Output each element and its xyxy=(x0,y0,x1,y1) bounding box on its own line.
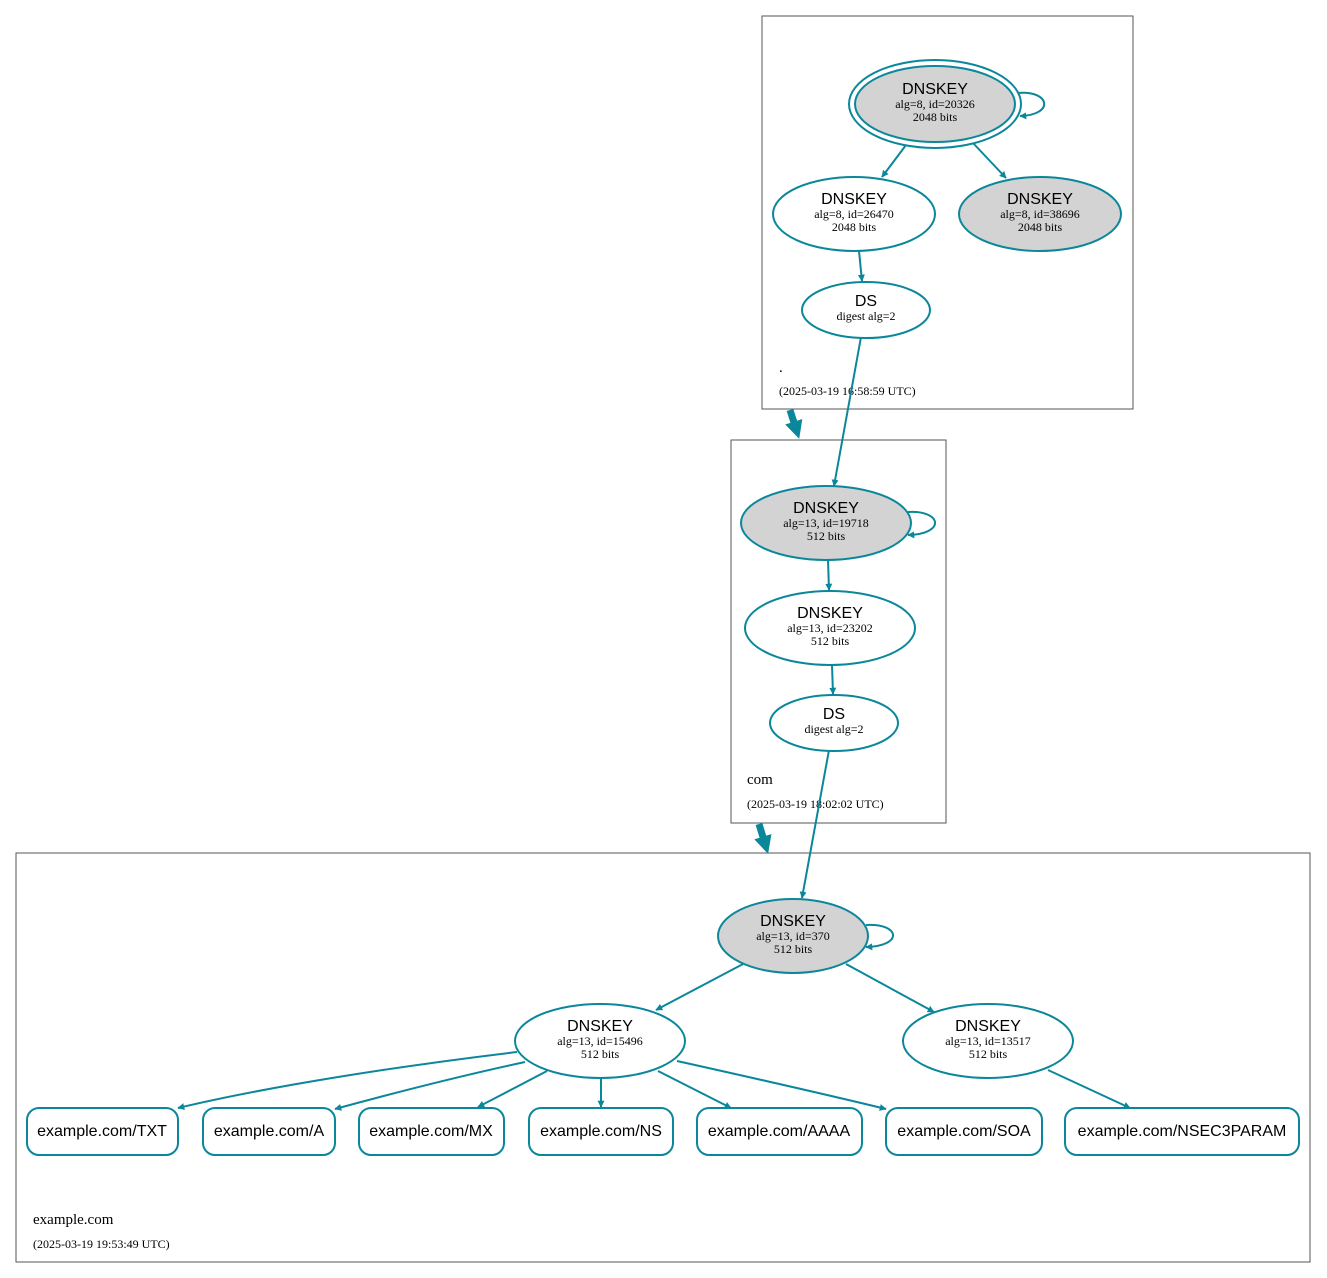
node-example-zsk2-alg: alg=13, id=13517 xyxy=(945,1034,1031,1048)
node-root-ds-type: DS xyxy=(855,293,877,310)
node-root-zsk2-alg: alg=8, id=38696 xyxy=(1000,207,1080,221)
node-com-zsk-alg: alg=13, id=23202 xyxy=(787,621,873,635)
node-root-zsk2[interactable]: DNSKEY alg=8, id=38696 2048 bits xyxy=(958,176,1122,252)
node-example-zsk1-bits: 512 bits xyxy=(581,1047,620,1061)
record-aaaa-label: example.com/AAAA xyxy=(708,1123,851,1140)
zone-com-name: com xyxy=(747,772,773,788)
zone-example-timestamp: (2025-03-19 19:53:49 UTC) xyxy=(33,1237,170,1251)
node-com-zsk-type: DNSKEY xyxy=(797,605,863,622)
zone-example-name: example.com xyxy=(33,1212,114,1228)
node-root-ksk-alg: alg=8, id=20326 xyxy=(895,97,975,111)
record-mx[interactable]: example.com/MX xyxy=(358,1107,505,1156)
node-com-ksk-type: DNSKEY xyxy=(793,500,859,517)
edge-zsk1-soa xyxy=(676,1060,887,1111)
node-root-zsk2-type: DNSKEY xyxy=(1007,191,1073,208)
node-example-ksk[interactable]: DNSKEY alg=13, id=370 512 bits xyxy=(717,898,869,974)
node-example-zsk1-type: DNSKEY xyxy=(567,1018,633,1035)
node-example-ksk-alg: alg=13, id=370 xyxy=(756,929,830,943)
node-root-zsk1-alg: alg=8, id=26470 xyxy=(814,207,894,221)
zone-root-timestamp: (2025-03-19 16:58:59 UTC) xyxy=(779,384,916,398)
record-nsec3param-label: example.com/NSEC3PARAM xyxy=(1078,1123,1287,1140)
node-root-ksk[interactable]: DNSKEY alg=8, id=20326 2048 bits xyxy=(848,59,1022,149)
node-root-ds[interactable]: DS digest alg=2 xyxy=(801,281,931,339)
edge-zsk1-mx xyxy=(477,1070,548,1108)
node-example-ksk-type: DNSKEY xyxy=(760,913,826,930)
node-example-ksk-bits: 512 bits xyxy=(774,942,813,956)
node-root-ksk-bits: 2048 bits xyxy=(913,110,958,124)
node-com-ksk[interactable]: DNSKEY alg=13, id=19718 512 bits xyxy=(740,485,912,561)
node-com-ds-digest: digest alg=2 xyxy=(804,722,863,736)
edge-root-ds-com-ksk xyxy=(831,336,862,487)
node-root-ds-digest: digest alg=2 xyxy=(836,309,895,323)
edge-com-ksk-zsk xyxy=(825,559,833,591)
node-example-zsk2[interactable]: DNSKEY alg=13, id=13517 512 bits xyxy=(902,1003,1074,1079)
node-root-zsk2-bits: 2048 bits xyxy=(1018,220,1063,234)
record-ns[interactable]: example.com/NS xyxy=(528,1107,674,1156)
edge-example-ksk-self xyxy=(865,923,894,951)
edge-zsk1-txt xyxy=(177,1051,518,1110)
node-root-ksk-type: DNSKEY xyxy=(902,81,968,98)
node-com-ksk-bits: 512 bits xyxy=(807,529,846,543)
record-txt[interactable]: example.com/TXT xyxy=(26,1107,179,1156)
record-mx-label: example.com/MX xyxy=(369,1123,493,1140)
zone-root-name: . xyxy=(779,360,783,376)
node-example-zsk1-alg: alg=13, id=15496 xyxy=(557,1034,643,1048)
edge-root-zsk1-ds xyxy=(857,250,865,282)
edge-com-zsk-ds xyxy=(829,664,837,695)
node-root-zsk1-bits: 2048 bits xyxy=(832,220,877,234)
edge-zsk1-aaaa xyxy=(657,1070,732,1109)
edge-root-ksk-zsk1 xyxy=(881,144,907,178)
node-root-zsk1[interactable]: DNSKEY alg=8, id=26470 2048 bits xyxy=(772,176,936,252)
edge-example-ksk-zsk2 xyxy=(845,963,935,1013)
node-root-zsk1-type: DNSKEY xyxy=(821,191,887,208)
record-soa[interactable]: example.com/SOA xyxy=(885,1107,1043,1156)
record-a[interactable]: example.com/A xyxy=(202,1107,336,1156)
zone-com-timestamp: (2025-03-19 18:02:02 UTC) xyxy=(747,797,884,811)
delegation-arrow-com-example xyxy=(754,822,772,854)
edge-com-ksk-self xyxy=(907,510,936,539)
delegation-arrow-root-com xyxy=(785,408,803,439)
record-nsec3param[interactable]: example.com/NSEC3PARAM xyxy=(1064,1107,1300,1156)
edge-root-ksk-self xyxy=(1017,91,1046,120)
node-com-ds-type: DS xyxy=(823,706,845,723)
record-a-label: example.com/A xyxy=(214,1123,325,1140)
edge-zsk1-a xyxy=(334,1061,526,1111)
node-com-ds[interactable]: DS digest alg=2 xyxy=(769,694,899,752)
node-example-zsk2-type: DNSKEY xyxy=(955,1018,1021,1035)
edge-example-ksk-zsk1 xyxy=(655,963,744,1011)
node-com-zsk[interactable]: DNSKEY alg=13, id=23202 512 bits xyxy=(744,590,916,666)
node-com-zsk-bits: 512 bits xyxy=(811,634,850,648)
node-example-zsk1[interactable]: DNSKEY alg=13, id=15496 512 bits xyxy=(514,1003,686,1079)
node-com-ksk-alg: alg=13, id=19718 xyxy=(783,516,869,530)
edge-zsk2-nsec3param xyxy=(1047,1069,1131,1109)
record-ns-label: example.com/NS xyxy=(540,1123,662,1140)
edge-root-ksk-zsk2 xyxy=(972,142,1007,179)
record-aaaa[interactable]: example.com/AAAA xyxy=(696,1107,863,1156)
edge-com-ds-example-ksk xyxy=(799,749,830,899)
record-soa-label: example.com/SOA xyxy=(897,1123,1031,1140)
record-txt-label: example.com/TXT xyxy=(37,1123,167,1140)
node-example-zsk2-bits: 512 bits xyxy=(969,1047,1008,1061)
